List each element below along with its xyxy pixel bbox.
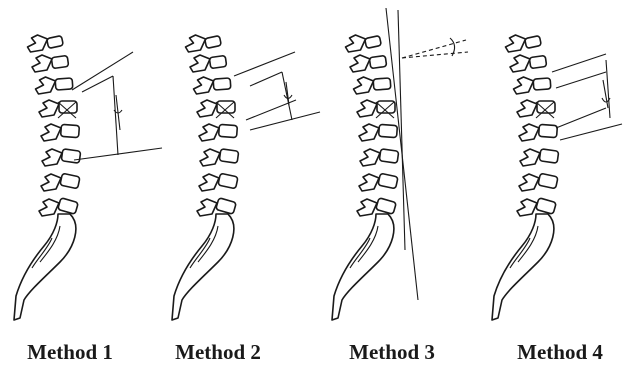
vertebra-body — [61, 124, 80, 137]
posterior-process — [36, 77, 56, 94]
posterior-process — [346, 35, 366, 52]
vertebra-body — [529, 55, 546, 68]
posterior-process — [39, 100, 59, 117]
vertebra-body — [216, 198, 237, 214]
sacral-foramina — [190, 226, 218, 268]
vertebra-body — [60, 173, 80, 188]
posterior-process — [200, 149, 220, 166]
vertebra-body — [209, 55, 226, 68]
posterior-process — [42, 149, 62, 166]
posterior-process — [357, 199, 377, 216]
measurement-lines-method-2 — [234, 52, 320, 130]
vertebra-body — [219, 124, 238, 137]
posterior-process — [510, 55, 530, 72]
sacrum — [172, 214, 234, 320]
caption-method-4: Method 4 — [500, 340, 620, 370]
vertebra-body — [379, 149, 398, 163]
vertebra-body — [365, 36, 382, 49]
posterior-process — [28, 35, 48, 52]
posterior-process — [519, 174, 539, 191]
posterior-process — [190, 55, 210, 72]
posterior-process — [519, 124, 539, 141]
vertebra-body — [533, 78, 551, 90]
vertebra-body — [61, 149, 80, 163]
posterior-process — [506, 35, 526, 52]
vertebra-body — [55, 78, 73, 90]
vertebra-body — [525, 36, 542, 49]
vertebra-body — [213, 78, 231, 90]
measurement-lines-method-1 — [72, 52, 162, 160]
posterior-process — [199, 174, 219, 191]
posterior-process — [197, 100, 217, 117]
posterior-process — [41, 174, 61, 191]
caption-method-2: Method 2 — [158, 340, 278, 370]
posterior-process — [359, 124, 379, 141]
caption-method-1: Method 1 — [10, 340, 130, 370]
posterior-process — [359, 174, 379, 191]
spine-drawing-method-2 — [172, 35, 239, 320]
vertebra-body — [205, 36, 222, 49]
sacral-foramina — [32, 226, 60, 268]
vertebra-body — [376, 198, 397, 214]
vertebra-body — [47, 36, 64, 49]
vertebra-body — [58, 198, 79, 214]
sacrum — [332, 214, 394, 320]
sacrum — [14, 214, 76, 320]
sacral-foramina — [350, 226, 378, 268]
posterior-process — [186, 35, 206, 52]
spine-drawing-method-1 — [14, 35, 81, 320]
vertebra-body — [373, 78, 391, 90]
posterior-process — [350, 55, 370, 72]
posterior-process — [360, 149, 380, 166]
vertebra-body — [379, 124, 398, 137]
vertebra-body — [538, 173, 558, 188]
vertebra-body — [369, 55, 386, 68]
posterior-process — [354, 77, 374, 94]
vertebra-body — [378, 173, 398, 188]
posterior-process — [517, 100, 537, 117]
vertebra-body — [539, 149, 558, 163]
sacrum — [492, 214, 554, 320]
posterior-process — [32, 55, 52, 72]
posterior-process — [357, 100, 377, 117]
posterior-process — [194, 77, 214, 94]
posterior-process — [39, 199, 59, 216]
posterior-process — [517, 199, 537, 216]
posterior-process — [520, 149, 540, 166]
vertebra-body — [539, 124, 558, 137]
spine-drawing-method-4 — [492, 35, 559, 320]
spine-drawing-method-3 — [332, 35, 399, 320]
posterior-process — [197, 199, 217, 216]
posterior-process — [514, 77, 534, 94]
vertebra-body — [219, 149, 238, 163]
sacral-foramina — [510, 226, 538, 268]
posterior-process — [41, 124, 61, 141]
vertebra-body — [536, 198, 557, 214]
vertebra-body — [51, 55, 68, 68]
measurement-lines-method-4 — [552, 54, 622, 140]
caption-method-3: Method 3 — [332, 340, 452, 370]
posterior-process — [199, 124, 219, 141]
vertebra-body — [218, 173, 238, 188]
